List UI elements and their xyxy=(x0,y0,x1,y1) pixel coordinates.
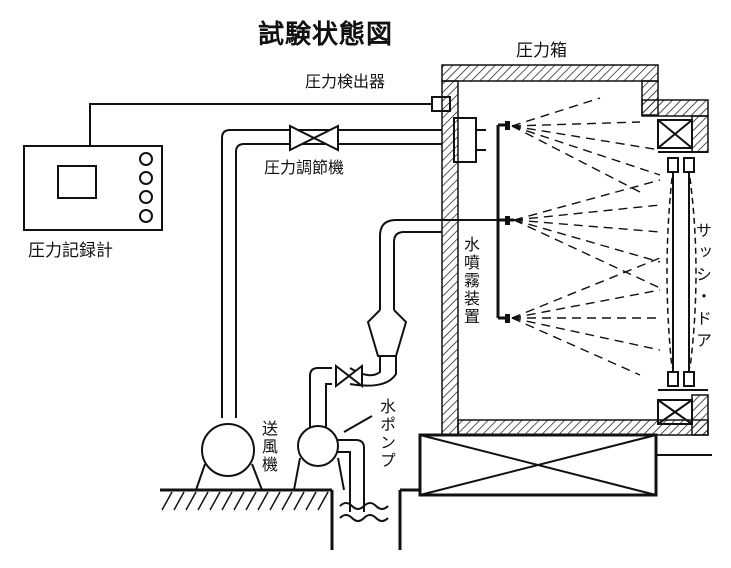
ground xyxy=(160,488,420,511)
water-valve xyxy=(335,363,363,389)
air-duct xyxy=(221,117,486,418)
blower xyxy=(195,423,263,491)
label-water-pump: 水ポンプ xyxy=(377,398,396,470)
pressure-regulator-valve xyxy=(289,124,339,152)
sash-frame-top xyxy=(657,119,693,149)
spray-pattern xyxy=(511,97,661,376)
signal-line xyxy=(89,96,451,146)
water-tank xyxy=(330,490,402,550)
label-pressure-detector: 圧力検出器 xyxy=(305,72,386,91)
water-pipe xyxy=(309,219,498,428)
label-sash-door: サッシ・ドア xyxy=(693,222,712,354)
diagram-title: 試験状態図 xyxy=(258,20,394,50)
label-pressure-regulator: 圧力調節機 xyxy=(264,158,345,177)
water-pump xyxy=(293,415,373,512)
label-water-spray: 水噴霧装置 xyxy=(461,236,480,326)
spray-header xyxy=(496,121,514,323)
sash-frame-bottom xyxy=(657,399,693,425)
label-pressure-recorder: 圧力記録計 xyxy=(28,241,113,261)
label-blower: 送風機 xyxy=(259,420,278,474)
foundation-block xyxy=(418,433,712,497)
pressure-recorder xyxy=(23,145,163,231)
label-pressure-box: 圧力箱 xyxy=(516,41,567,61)
sash-door xyxy=(658,151,708,391)
pressure-box xyxy=(441,64,709,436)
